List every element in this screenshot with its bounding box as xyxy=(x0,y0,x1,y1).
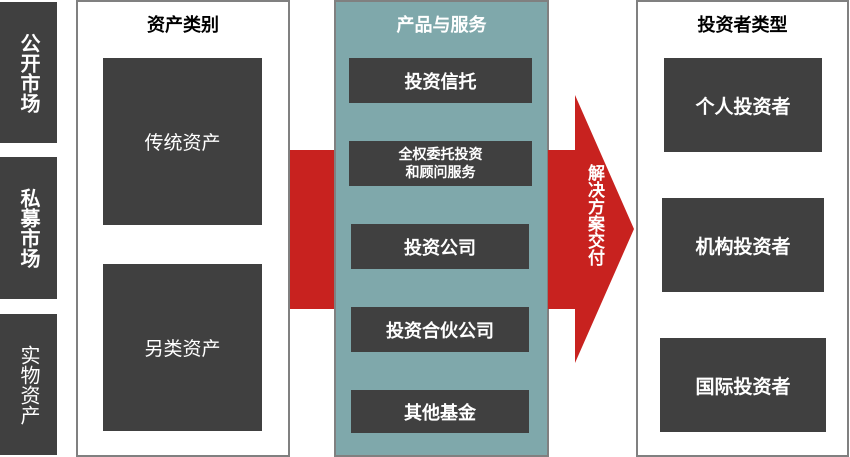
product-other-funds: 其他基金 xyxy=(351,390,529,433)
investor-international: 国际投资者 xyxy=(660,338,826,432)
flow-band-left xyxy=(290,150,336,309)
asset-alternative: 另类资产 xyxy=(103,264,262,431)
investor-institutional: 机构投资者 xyxy=(662,198,824,292)
market-real-assets: 实物资产 xyxy=(0,314,57,455)
market-public: 公开市场 xyxy=(0,2,57,143)
product-investment-partnership: 投资合伙公司 xyxy=(351,307,529,352)
product-investment-trust: 投资信托 xyxy=(349,58,532,103)
arrow-label: 解决方案交付 xyxy=(584,164,604,266)
market-private: 私募市场 xyxy=(0,157,57,299)
product-discretionary-advisory: 全权委托投资 和顾问服务 xyxy=(349,141,532,186)
asset-class-title: 资产类别 xyxy=(147,15,219,36)
product-investment-company: 投资公司 xyxy=(351,224,529,269)
investor-individual: 个人投资者 xyxy=(664,58,822,152)
investor-types-title: 投资者类型 xyxy=(697,15,788,36)
asset-traditional: 传统资产 xyxy=(103,58,262,225)
products-title: 产品与服务 xyxy=(396,15,487,36)
delivery-arrow-icon xyxy=(548,95,634,363)
